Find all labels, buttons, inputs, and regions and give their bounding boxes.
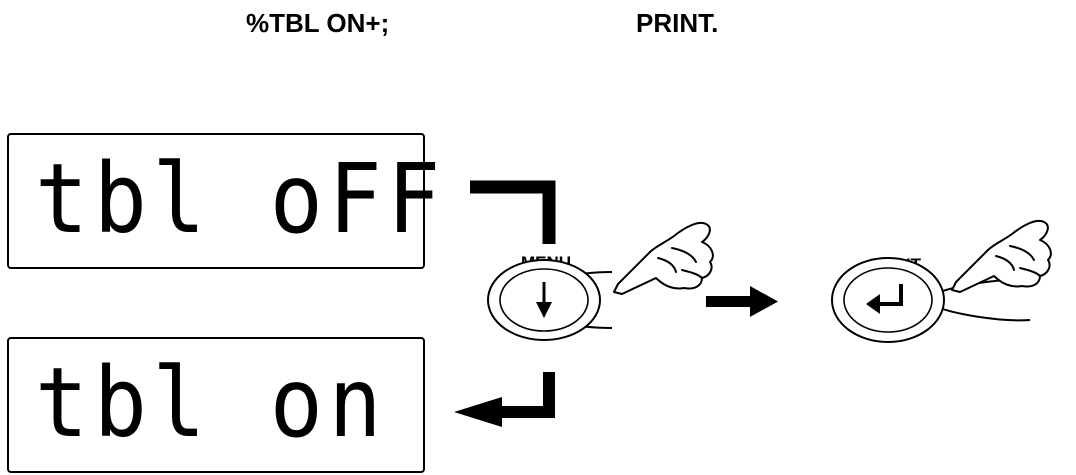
loop-arrow-icon — [454, 372, 555, 427]
print-button[interactable]: PRINT — [831, 255, 1031, 343]
pointing-hand-icon — [951, 220, 1052, 293]
menu-button[interactable]: MENU — [487, 253, 613, 341]
lcd-display-tbl-on: tbl on — [7, 337, 425, 473]
connector-to-menu — [470, 180, 556, 244]
right-arrow-icon — [706, 286, 778, 317]
enter-arrow-icon — [866, 284, 903, 314]
header-label-tbl-on: %TBL ON+; — [246, 8, 390, 38]
lcd-display-tbl-off: tbl oFF — [7, 133, 440, 269]
pointing-hand-icon — [613, 222, 714, 295]
lcd-text-tbl-on: tbl on — [35, 347, 388, 459]
lcd-text-tbl-off: tbl oFF — [35, 143, 446, 255]
header-label-print: PRINT. — [636, 8, 719, 38]
down-arrow-icon — [536, 282, 552, 318]
